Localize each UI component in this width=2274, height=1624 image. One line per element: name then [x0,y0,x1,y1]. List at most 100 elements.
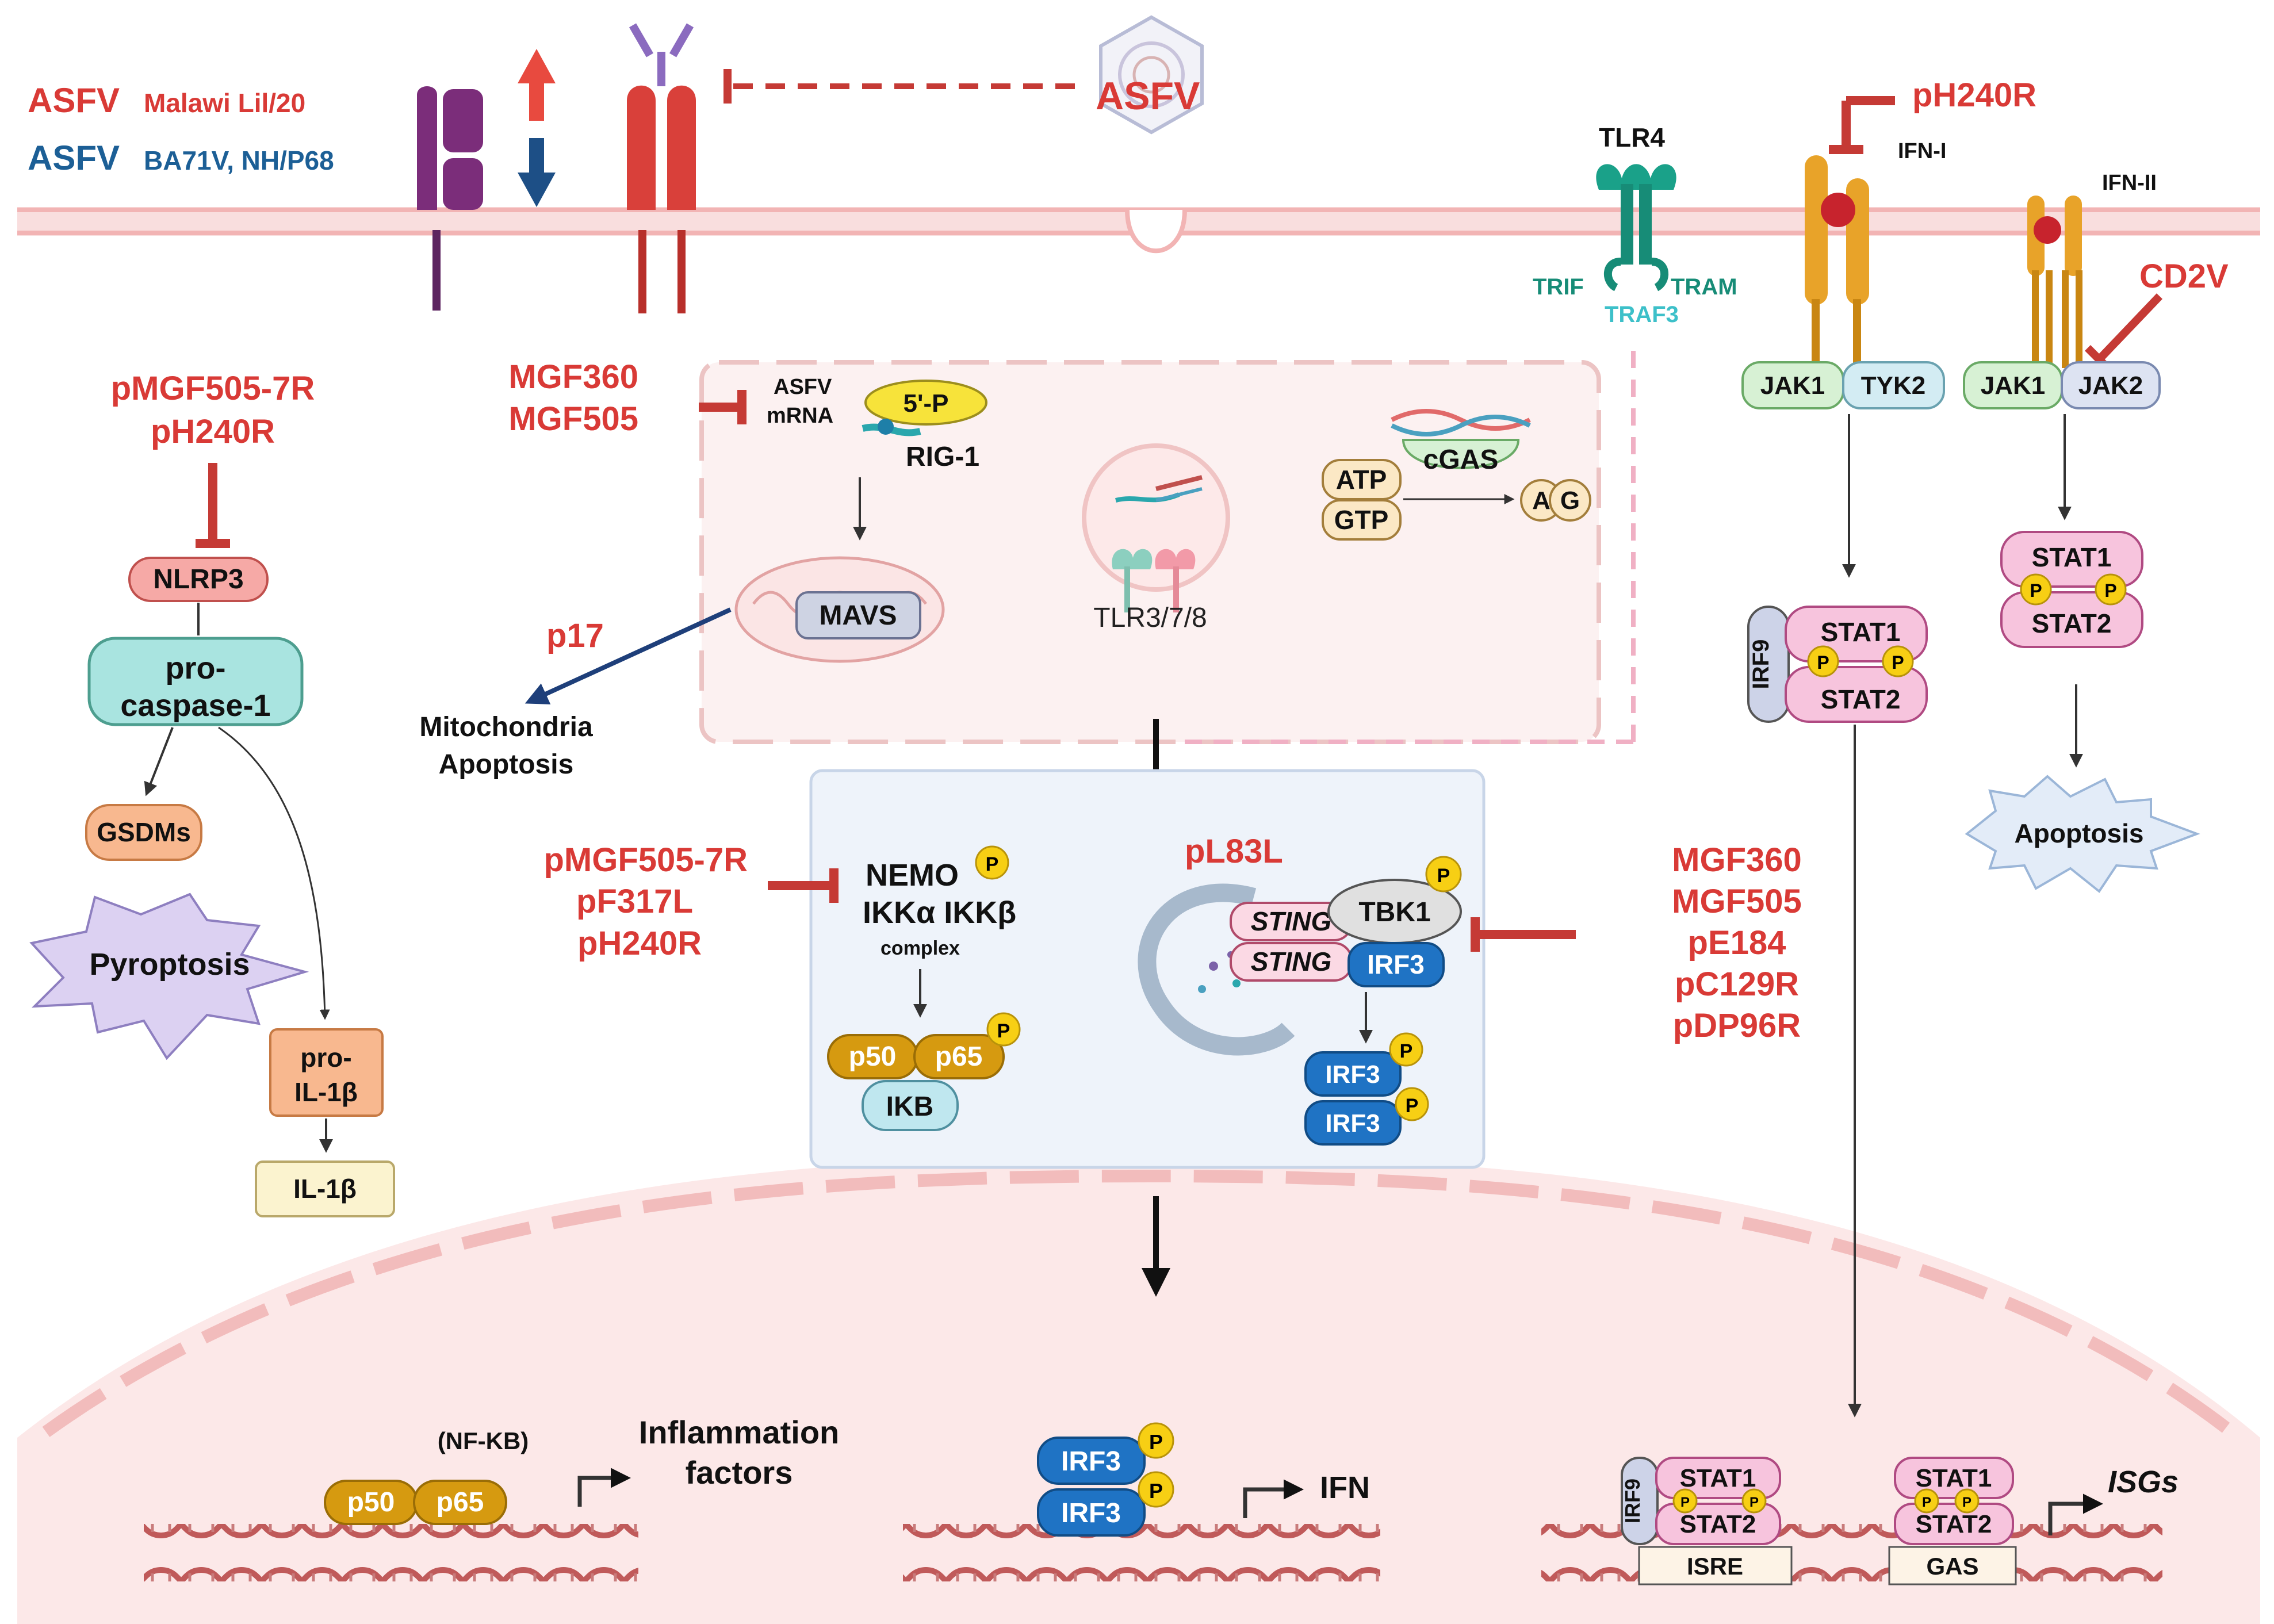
svg-text:P: P [1962,1495,1971,1510]
trif-label: TRIF [1533,274,1584,300]
pyroptosis-burst: Pyroptosis [29,893,309,1060]
nemo-phospho-icon [975,845,1009,880]
svg-text:JAK2: JAK2 [2078,371,2143,400]
asfv-mrna-mrna: mRNA [767,404,833,428]
tlr378-label: TLR3/7/8 [1093,603,1207,633]
svg-text:GTP: GTP [1334,505,1389,535]
p17-label: p17 [546,617,604,654]
tlr4-receptor [1596,164,1676,292]
svg-text:p65: p65 [437,1487,484,1518]
pro-il1b-box: pro- IL-1β [269,1028,384,1117]
svg-text:IRF9: IRF9 [1748,639,1774,690]
asfv-virus-label: ASFV [1096,74,1200,118]
casp-to-gsdm-arrow [144,727,174,796]
svg-text:pro-: pro- [166,651,226,685]
svg-text:IRF3: IRF3 [1061,1446,1121,1477]
svg-text:TBK1: TBK1 [1358,897,1430,928]
inflammation-label-2: factors [686,1454,793,1491]
sting-inhibitor-1: MGF505 [1672,883,1802,920]
p50-p65-ikb-complex: p50 p65 P IKB [827,1012,1021,1131]
svg-text:G: G [1560,487,1580,515]
tram-label: TRAM [1671,274,1737,300]
svg-text:ATP: ATP [1336,465,1387,495]
inflammasome-inhibitor-2: pH240R [151,413,275,450]
svg-text:P: P [2104,580,2116,601]
svg-text:cGAS: cGAS [1423,445,1499,475]
ifn2-label: IFN-II [2102,171,2157,195]
p17-mito-arrow [525,607,732,704]
isgf3-complex: IRF9 STAT1 STAT2 P P [1747,606,1928,723]
svg-text:P: P [1149,1479,1163,1503]
down-arrow-icon [518,138,556,207]
svg-text:STAT1: STAT1 [1821,617,1901,647]
nfkb-inhibitor-1: pMGF505-7R [543,841,748,879]
svg-text:p50: p50 [849,1041,897,1072]
nuclear-irf3-dimer: IRF3 IRF3 P P [1037,1422,1174,1537]
sting-inhibitor-2: pE184 [1688,924,1786,962]
nlrp3-inhibition [196,463,230,548]
ifn-output-label: IFN [1320,1470,1370,1505]
tlr4-label: TLR4 [1599,122,1665,152]
apoptosis-burst: Apoptosis [1965,775,2200,893]
svg-text:STAT1: STAT1 [1680,1464,1756,1492]
svg-text:STING: STING [1251,947,1332,976]
procaspase1-box: pro- caspase-1 [87,637,304,726]
inflammation-label-1: Inflammation [639,1414,839,1450]
asfv-virus-icon [1099,15,1204,135]
il1b-box: IL-1β [255,1160,395,1217]
svg-text:Apoptosis: Apoptosis [2015,818,2144,848]
svg-text:A: A [1532,487,1551,515]
svg-text:P: P [1400,1040,1413,1062]
sting-inhibitor-list: MGF360 MGF505 pE184 pC129R pDP96R [1672,841,1802,1044]
stat-dimer: STAT1 STAT2 P P [2000,531,2143,648]
rig1-inhibition [699,390,746,424]
mito-apoptosis-label-1: Mitochondria [419,712,593,742]
svg-text:TYK2: TYK2 [1861,371,1925,400]
svg-text:STAT2: STAT2 [1821,684,1901,714]
dna-strand-irf3 [903,1524,1380,1581]
up-arrow-icon [518,49,556,121]
purple-receptor [417,86,483,311]
isre-complex: IRF9 STAT1 STAT2 P P ISRE [1621,1457,1793,1585]
nfkb-transcription-arrow [577,1468,631,1507]
er-membrane [1138,883,1295,1056]
svg-text:STAT2: STAT2 [1916,1510,1992,1538]
nuclear-p50-p65: p50 p65 [324,1480,507,1525]
mavs-box: MAVS [795,591,921,639]
ikk-label: IKKα IKKβ [863,895,1016,930]
rig1-label: RIG-1 [906,442,979,472]
svg-text:NLRP3: NLRP3 [153,564,243,595]
cgas-complex: cGAS [1391,409,1531,475]
svg-text:IRF3: IRF3 [1325,1060,1380,1089]
ifn1-receptor [1805,155,1869,368]
ifn1-label: IFN-I [1898,139,1946,163]
svg-text:caspase-1: caspase-1 [120,688,270,723]
casp-to-il1b-arrow [218,726,330,1020]
rig1-protein [862,419,921,436]
svg-text:IRF3: IRF3 [1325,1109,1380,1137]
svg-text:P: P [1892,652,1904,673]
svg-text:JAK1: JAK1 [1760,371,1825,400]
ifn2-receptor [2027,196,2082,368]
traf3-label: TRAF3 [1605,302,1679,327]
svg-text:IL-1β: IL-1β [294,1077,358,1107]
svg-text:IL-1β: IL-1β [293,1174,357,1204]
svg-text:p65: p65 [935,1041,983,1072]
svg-text:JAK1: JAK1 [1981,371,2046,400]
svg-text:STAT2: STAT2 [2032,608,2112,638]
plasma-membrane [17,207,2260,254]
sting-inhibitor-3: pC129R [1675,966,1799,1003]
atp-box: ATP [1322,459,1402,500]
cd2v-inhibition [2085,293,2163,374]
sting-inhibitor-4: pDP96R [1673,1007,1801,1044]
asfv-antibody-inhibition [723,69,1075,104]
ph240r-ifn1-inhibition [1829,96,1895,154]
isg-transcription-arrow [2048,1493,2103,1535]
jak1-box-b: JAK1 [1963,361,2063,409]
cd2v-label: CD2V [2139,258,2229,295]
svg-text:ISRE: ISRE [1687,1553,1743,1580]
isgs-label: ISGs [2108,1465,2179,1499]
cgamp-product: A G [1520,479,1591,522]
legend-blue-sub: BA71V, NH/P68 [144,145,334,175]
